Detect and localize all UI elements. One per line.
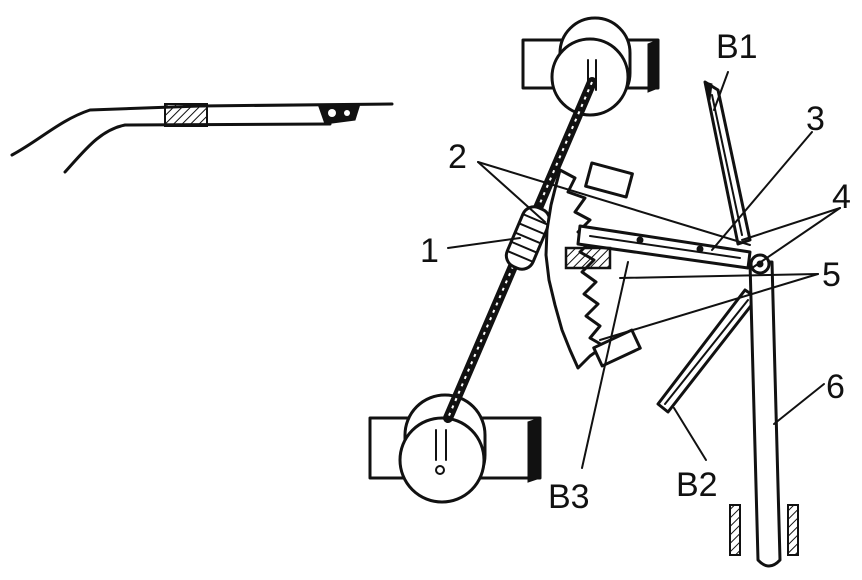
label-1: 1 [420, 232, 439, 270]
label-5: 5 [822, 256, 841, 294]
top-bearing [521, 16, 660, 117]
label-2: 2 [448, 138, 467, 176]
inset-lever-sketch [10, 102, 394, 174]
label-b3: B3 [548, 478, 590, 516]
labels: B1 2 3 4 1 5 6 B3 B2 [420, 28, 851, 516]
label-6: 6 [826, 368, 845, 406]
lever-arm [564, 224, 752, 270]
label-3: 3 [806, 100, 825, 138]
leader-lines [447, 71, 841, 469]
screw-nut [504, 205, 552, 271]
upper-blade-b1 [703, 80, 752, 246]
bottom-bearing [368, 393, 542, 504]
label-b1: B1 [716, 28, 758, 66]
label-b2: B2 [676, 466, 718, 504]
vertical-rod [729, 253, 799, 568]
label-4: 4 [832, 178, 851, 216]
inset-hatched-block [164, 103, 208, 127]
